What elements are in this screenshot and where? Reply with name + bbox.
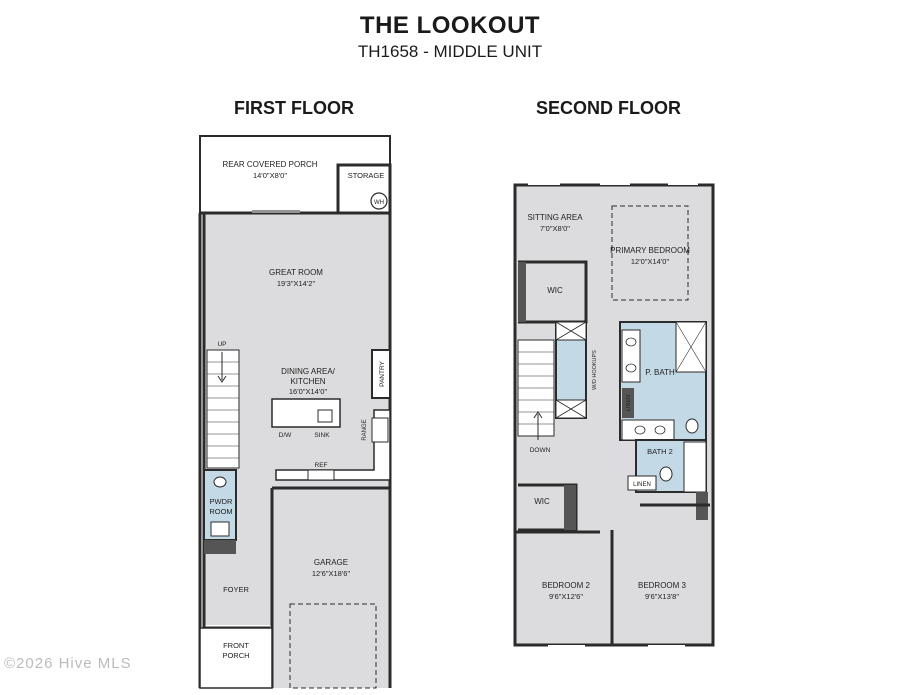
- water-heater-label: WH: [374, 200, 384, 206]
- bedroom-3-label: BEDROOM 3: [638, 581, 687, 590]
- second-floor-heading: SECOND FLOOR: [536, 98, 682, 118]
- plan-title: THE LOOKOUT: [359, 12, 541, 39]
- bathtub: [683, 441, 707, 493]
- vanity-symbol: [210, 521, 230, 537]
- toilet-symbol: [213, 476, 227, 488]
- linen-1-label: LINEN: [626, 395, 632, 411]
- garage-door: [289, 603, 377, 689]
- linen-closet-2: [627, 475, 657, 491]
- second-floor: [513, 183, 715, 647]
- storage-label: STORAGE: [348, 171, 385, 180]
- dining-dims: 16'0"X14'0": [289, 387, 328, 396]
- sitting-area-label: SITTING AREA: [527, 213, 583, 222]
- water-heater-symbol: [370, 192, 388, 210]
- great-room-label: GREAT ROOM: [269, 268, 323, 277]
- powder-label-line2: ROOM: [209, 507, 232, 516]
- foyer-label: FOYER: [223, 585, 249, 594]
- great-room-dims: 19'3"X14'2": [277, 279, 316, 288]
- upper-wic-label: WIC: [547, 286, 563, 295]
- first-floor: [198, 135, 392, 689]
- primary-bath-label: P. BATH: [645, 368, 675, 377]
- first-floor-heading: FIRST FLOOR: [234, 98, 354, 118]
- garage-dims: 12'6"X18'6": [312, 569, 351, 578]
- first-floor-stairs: [206, 349, 240, 469]
- primary-toilet: [685, 418, 699, 434]
- range-symbol: [371, 417, 389, 443]
- primary-bedroom-label: PRIMARY BEDROOM: [610, 246, 690, 255]
- bath-2-label: BATH 2: [647, 447, 673, 456]
- powder-label-line1: PWDR: [210, 497, 233, 506]
- stairs-up-label: UP: [217, 341, 226, 348]
- bedroom-2-label: BEDROOM 2: [542, 581, 591, 590]
- dining-label-line1: DINING AREA/: [281, 367, 336, 376]
- rear-porch-label: REAR COVERED PORCH: [222, 160, 317, 169]
- upper-wic: [518, 260, 588, 324]
- pantry-closet: [371, 349, 391, 399]
- watermark: ©2026 Hive MLS: [4, 655, 132, 672]
- laundry-label: W/D HOOKUPS: [592, 350, 598, 390]
- front-porch-line1: FRONT: [223, 641, 249, 650]
- sink-symbol: [317, 409, 333, 423]
- plan-subtitle: TH1658 - MIDDLE UNIT: [357, 42, 543, 61]
- front-porch-outline: [199, 627, 273, 689]
- primary-tray-ceiling: [611, 205, 689, 301]
- dishwasher-label: D/W: [279, 432, 293, 439]
- garage-label: GARAGE: [314, 558, 348, 567]
- powder-closet: [204, 540, 236, 554]
- sitting-area-dims: 7'0"X8'0": [540, 224, 570, 233]
- garage-area: [272, 488, 390, 688]
- kitchen-counter: [275, 409, 391, 481]
- linen-2-label: LINEN: [633, 482, 651, 488]
- range-label: RANGE: [362, 419, 368, 440]
- front-porch-line2: PORCH: [222, 651, 249, 660]
- primary-bedroom-dims: 12'0"X14'0": [631, 257, 670, 266]
- refrigerator-symbol: [307, 469, 335, 481]
- lower-wic-label: WIC: [534, 497, 550, 506]
- stairs-down-label: DOWN: [530, 447, 551, 454]
- rear-porch-dims: 14'0"X8'0": [253, 171, 287, 180]
- bath2-vanity: [621, 419, 675, 441]
- sink-label: SINK: [314, 432, 330, 439]
- linen-closet-1: [622, 388, 634, 418]
- bedroom-3-dims: 9'6"X13'8": [645, 592, 679, 601]
- bedroom-2-dims: 9'6"X12'6": [549, 592, 583, 601]
- first-floor-walls: [198, 211, 392, 688]
- refrigerator-label: REF: [315, 462, 328, 469]
- second-floor-stairs: [517, 339, 555, 440]
- dining-label-line2: KITCHEN: [290, 377, 325, 386]
- pantry-label: PANTRY: [379, 360, 386, 386]
